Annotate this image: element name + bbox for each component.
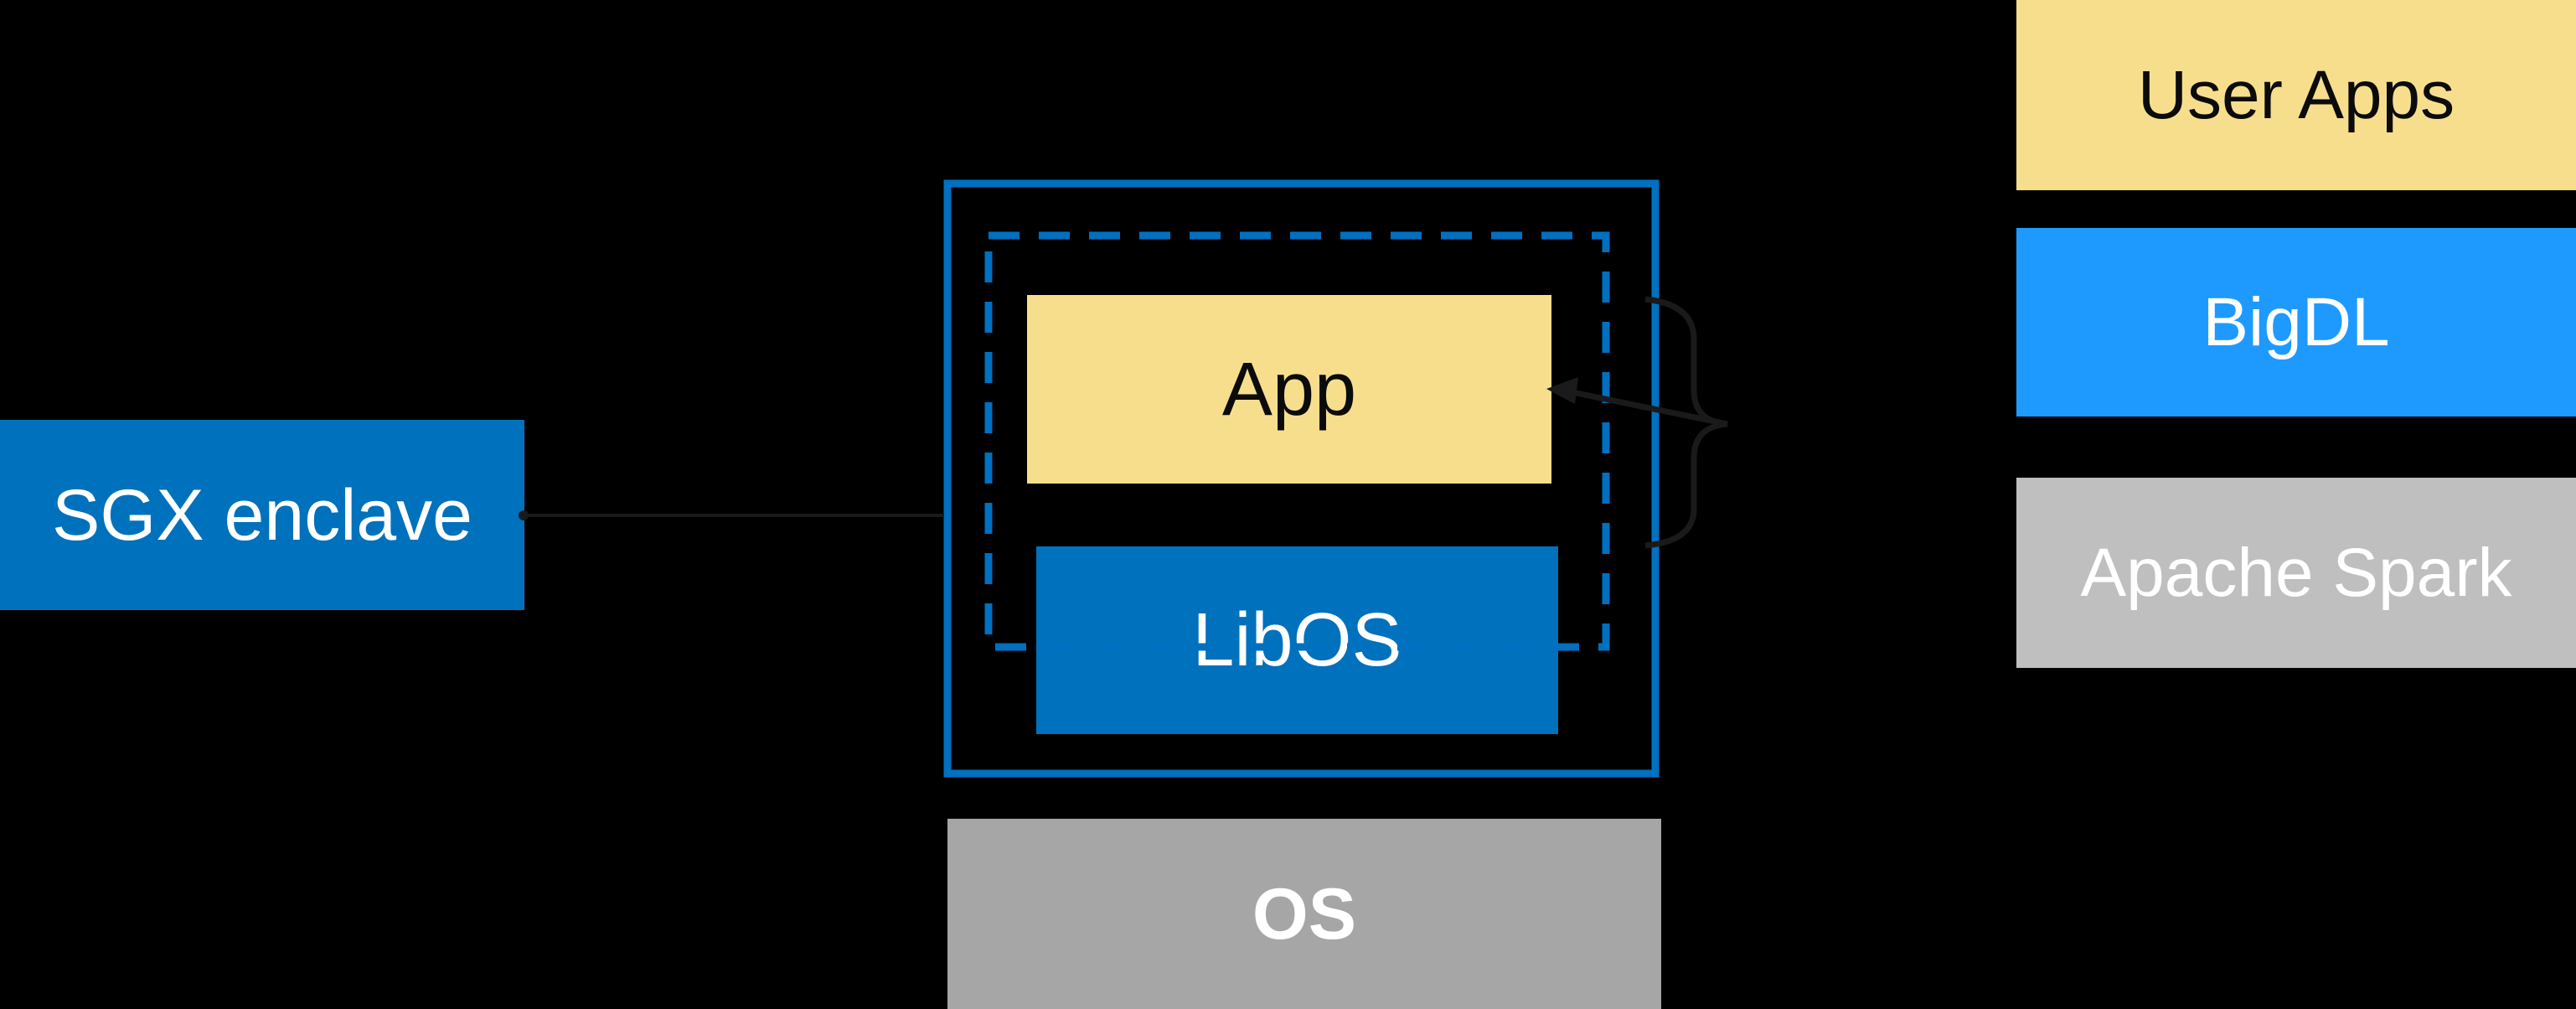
apache-spark-box: Apache Spark <box>2016 478 2576 668</box>
sgx-enclave-box: SGX enclave <box>0 420 524 610</box>
libos-label: LibOS <box>1192 598 1402 682</box>
user-apps-label: User Apps <box>2137 56 2455 133</box>
enclave-brace <box>1644 296 1728 549</box>
os-label: OS <box>1252 873 1357 955</box>
app-arrow-line <box>1567 388 1728 427</box>
sgx-enclave-label: SGX enclave <box>52 474 472 556</box>
os-box: OS <box>947 819 1661 1009</box>
bigdl-label: BigDL <box>2202 283 2390 360</box>
apache-spark-label: Apache Spark <box>2080 534 2512 611</box>
user-apps-box: User Apps <box>2016 0 2576 190</box>
libos-box: LibOS <box>1036 546 1558 734</box>
app-box: App <box>1027 295 1551 484</box>
app-label: App <box>1221 347 1357 432</box>
bigdl-box: BigDL <box>2016 228 2576 417</box>
